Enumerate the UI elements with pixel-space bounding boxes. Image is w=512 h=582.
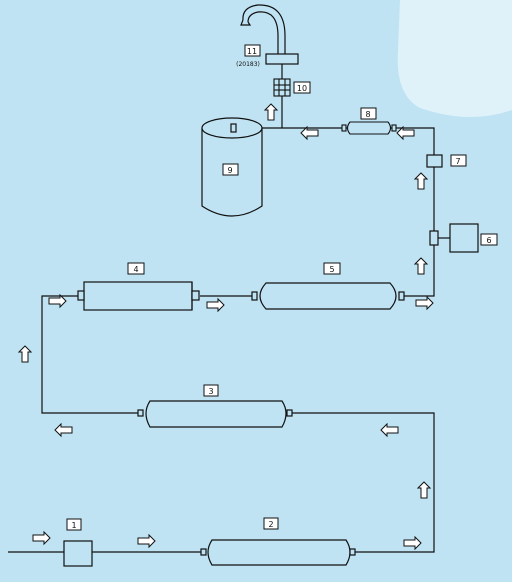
flow-arrow-icon — [54, 422, 73, 438]
label-8: 8 — [365, 110, 370, 119]
component-5-membrane — [251, 282, 405, 310]
flow-arrow-icon — [380, 422, 399, 438]
component-7-unit — [426, 154, 443, 168]
label-11: 11 — [247, 47, 257, 56]
label-4: 4 — [133, 265, 138, 274]
flow-arrow-icon — [137, 533, 156, 549]
flow-arrow-icon — [413, 257, 429, 275]
flow-arrow-icon — [416, 481, 432, 499]
pipe-2-to-3 — [288, 412, 435, 553]
label-1: 1 — [71, 521, 76, 530]
label-7: 7 — [455, 157, 460, 166]
component-8-postfilter — [341, 121, 397, 135]
flow-arrow-icon — [413, 172, 429, 190]
flow-arrow-icon — [396, 125, 415, 141]
flow-arrow-icon — [17, 345, 33, 363]
flow-arrow-icon — [300, 125, 319, 141]
component-10-valve — [273, 78, 291, 97]
component-6-unit — [429, 223, 479, 253]
flow-arrows — [17, 103, 434, 551]
flow-arrow-icon — [263, 103, 279, 121]
flow-arrow-icon — [32, 530, 51, 546]
label-9: 9 — [227, 166, 232, 175]
pipe-5-to-6 — [402, 167, 435, 297]
pipe-3-to-4 — [41, 295, 142, 414]
model-code: (20183) — [236, 61, 260, 68]
faucet-icon — [240, 4, 299, 65]
flow-arrow-icon — [206, 297, 225, 313]
component-4-filter — [77, 281, 200, 311]
label-10: 10 — [297, 84, 307, 93]
pipe-7-to-tank — [234, 127, 435, 155]
component-2-cartridge — [200, 539, 356, 566]
background-highlight — [397, 0, 512, 118]
flow-arrow-icon — [403, 535, 422, 551]
label-6: 6 — [486, 236, 491, 245]
component-1-prefilter — [63, 540, 93, 567]
component-3-cartridge — [137, 400, 293, 428]
label-5: 5 — [329, 265, 334, 274]
label-3: 3 — [208, 387, 213, 396]
label-2: 2 — [268, 520, 273, 529]
flow-arrow-icon — [48, 293, 67, 309]
flow-arrow-icon — [415, 295, 434, 311]
